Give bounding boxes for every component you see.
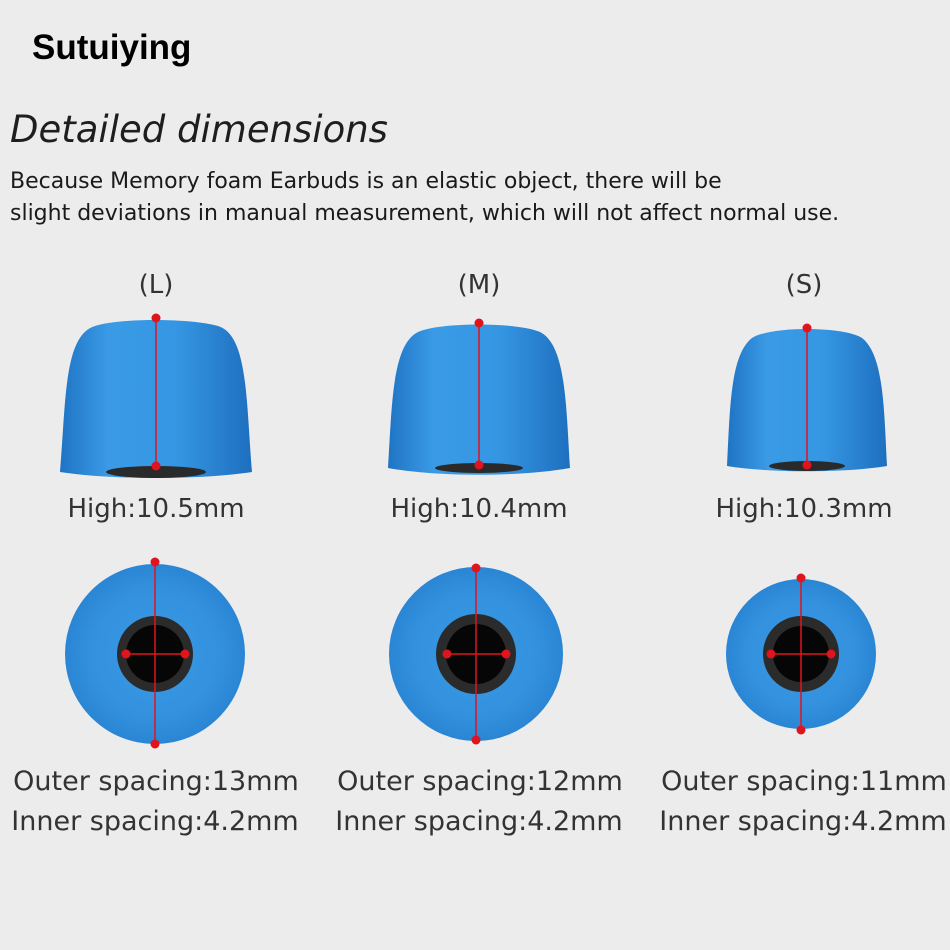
inner-spacing-large: Inner spacing:4.2mm [11, 806, 299, 837]
height-marker-large [151, 313, 161, 471]
inner-spacing-medium: Inner spacing:4.2mm [335, 806, 623, 837]
size-label-medium: (M) [457, 270, 501, 300]
height-label-small: High:10.3mm [715, 494, 893, 524]
description-line-1: Because Memory foam Earbuds is an elasti… [10, 169, 722, 194]
eartip-top-large [65, 557, 245, 749]
description-line-2: slight deviations in manual measurement,… [10, 201, 840, 226]
inner-spacing-small: Inner spacing:4.2mm [659, 806, 947, 837]
eartip-top-medium [389, 563, 563, 745]
section-heading: Detailed dimensions [10, 108, 388, 151]
brand-name: Sutuiying [32, 28, 192, 67]
description: Because Memory foam Earbuds is an elasti… [10, 166, 839, 230]
size-label-large: (L) [138, 270, 174, 300]
outer-spacing-small: Outer spacing:11mm [661, 766, 947, 797]
outer-spacing-medium: Outer spacing:12mm [337, 766, 623, 797]
height-marker-small [802, 323, 812, 470]
height-marker-medium [474, 318, 484, 470]
size-label-small: (S) [785, 270, 823, 300]
height-label-medium: High:10.4mm [390, 494, 568, 524]
outer-spacing-large: Outer spacing:13mm [13, 766, 299, 797]
height-label-large: High:10.5mm [67, 494, 245, 524]
eartip-top-small [726, 573, 876, 735]
